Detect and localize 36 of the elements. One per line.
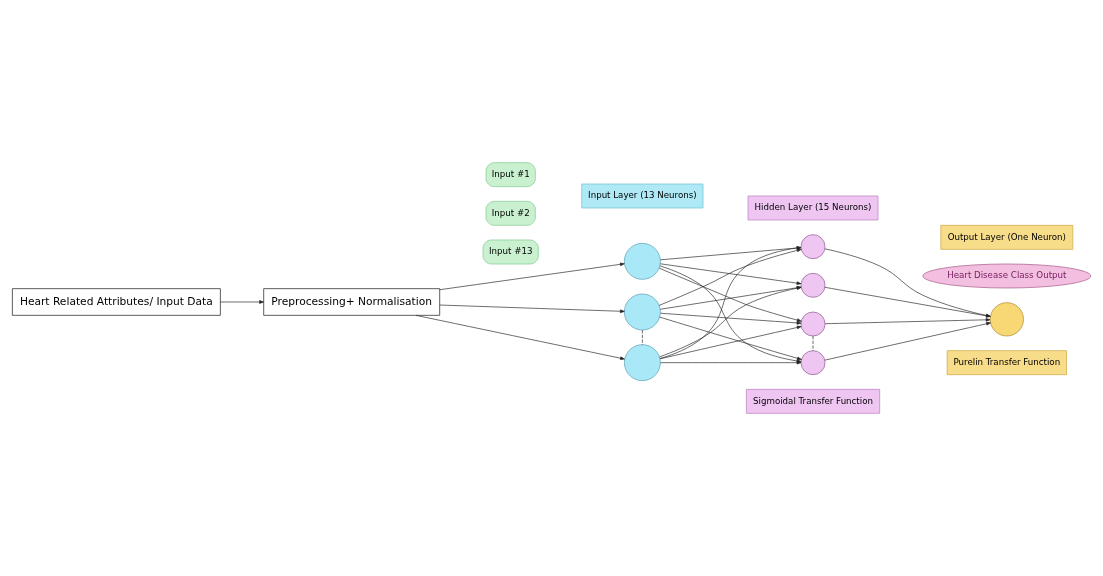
node-box: Purelin Transfer Function (946, 350, 1067, 376)
node-circle (989, 302, 1024, 337)
node-ellipse: Heart Disease Class Output (922, 263, 1092, 289)
arrow (658, 267, 802, 322)
arrow (824, 318, 991, 325)
arrow (659, 286, 802, 310)
arrow (658, 248, 802, 306)
node-box: Hidden Layer (15 Neurons) (747, 195, 879, 221)
arrow (659, 263, 802, 285)
node-box: Preprocessing+ Normalisation (263, 288, 441, 316)
node-box: Sigmoidal Transfer Function (745, 388, 881, 414)
node-box: Heart Related Attributes/ Input Data (11, 288, 221, 316)
arrow (659, 325, 802, 360)
arrow (659, 286, 802, 358)
arrow (415, 315, 625, 360)
node-box: Input #13 (482, 239, 539, 265)
node-circle (623, 344, 661, 382)
node-box: Input #2 (485, 200, 536, 226)
arrow (824, 248, 991, 318)
arrow (220, 300, 264, 304)
node-circle (800, 350, 826, 376)
node-box: Output Layer (One Neuron) (940, 224, 1074, 250)
arrow (660, 246, 802, 261)
node-circle (800, 234, 826, 260)
arrow (659, 246, 802, 359)
node-circle (623, 293, 661, 331)
node-circle (800, 311, 826, 337)
node-circle (800, 272, 826, 298)
node-box: Input #1 (485, 162, 536, 188)
arrow (439, 304, 625, 313)
arrow (824, 286, 991, 318)
arrow (439, 262, 625, 291)
arrow (660, 312, 802, 325)
node-circle (623, 242, 661, 280)
arrow (824, 322, 991, 361)
node-box: Input Layer (13 Neurons) (581, 183, 704, 209)
